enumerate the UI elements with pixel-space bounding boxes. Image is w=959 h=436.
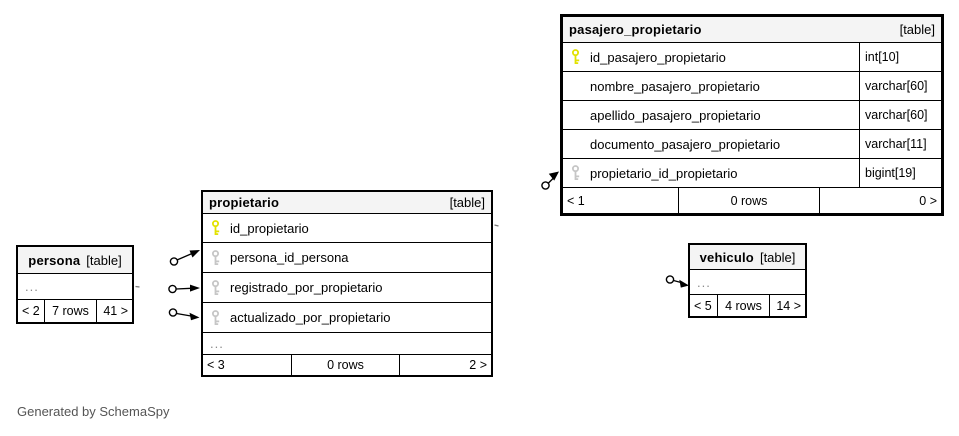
relationship-stub [541,171,559,190]
relationship-stub [168,284,200,294]
column-name: apellido_pasajero_propietario [590,107,761,123]
table-pasajero-propietario[interactable]: pasajero_propietario [table] id_pasajero… [560,14,944,216]
footer-children: 0 > [919,193,937,208]
table-propietario[interactable]: propietario [table] id_propietario perso… [201,190,493,377]
generated-by-label: Generated by SchemaSpy [17,404,170,419]
table-title: vehiculo [699,249,754,265]
table-footer: < 2 7 rows 41 > [18,300,132,322]
column-type: varchar[60] [859,72,941,100]
column-name: nombre_pasajero_propietario [590,78,760,94]
column-name: registrado_por_propietario [230,280,383,295]
table-type-tag: [table] [759,249,796,265]
column-name: actualizado_por_propietario [230,310,391,325]
footer-children: 14 > [776,298,801,313]
footer-parents: < 3 [203,355,292,375]
column-row: id_propietario [203,214,491,243]
ellipsis-row: ... [203,333,491,355]
table-header: vehiculo [table] [690,245,805,270]
relationship-stub [665,275,689,288]
table-type-tag: [table] [449,195,485,210]
column-name: id_pasajero_propietario [590,49,726,65]
table-persona[interactable]: persona [table] ... < 2 7 rows 41 > [16,245,134,324]
table-type-tag: [table] [899,22,935,37]
foreign-key-icon [210,279,222,296]
table-footer: < 1 0 rows 0 > [563,188,941,213]
ellipsis-text: ... [697,274,711,290]
column-type: varchar[11] [859,130,941,158]
ellipsis-row: ... [690,270,805,295]
column-row: actualizado_por_propietario [203,303,491,333]
table-vehiculo[interactable]: vehiculo [table] ... < 5 4 rows 14 > [688,243,807,318]
relationship-edge-stub [494,224,499,227]
footer-children: 2 > [469,358,487,372]
table-footer: < 3 0 rows 2 > [203,355,491,375]
ellipsis-text: ... [210,336,224,351]
column-row: nombre_pasajero_propietario varchar[60] [563,72,941,101]
footer-children: 41 > [103,304,128,318]
relationship-edge-stub [135,285,140,288]
column-row: propietario_id_propietario bigint[19] [563,159,941,188]
primary-key-icon [210,220,222,236]
relationship-stub [168,308,200,321]
column-type: bigint[19] [859,159,941,187]
column-name: propietario_id_propietario [590,165,738,181]
footer-parents: < 5 [690,295,718,316]
table-footer: < 5 4 rows 14 > [690,295,805,316]
column-name: documento_pasajero_propietario [590,136,781,152]
relationship-stub [169,250,200,266]
primary-key-icon [570,49,582,65]
column-row: documento_pasajero_propietario varchar[1… [563,130,941,159]
table-header: propietario [table] [203,192,491,214]
table-type-tag: [table] [86,252,122,268]
footer-parents: < 1 [563,188,679,213]
table-header: pasajero_propietario [table] [563,17,941,43]
ellipsis-text: ... [25,279,39,294]
footer-rowcount: 0 rows [292,355,400,375]
foreign-key-icon [210,249,222,266]
footer-rowcount: 4 rows [718,295,770,316]
table-title: persona [28,252,81,268]
column-name: persona_id_persona [230,250,349,265]
footer-parents: < 2 [18,300,45,322]
ellipsis-row: ... [18,274,132,300]
column-row: id_pasajero_propietario int[10] [563,43,941,72]
column-type: varchar[60] [859,101,941,129]
column-name: id_propietario [230,220,309,236]
column-row: apellido_pasajero_propietario varchar[60… [563,101,941,130]
foreign-key-icon [570,165,582,181]
column-row: persona_id_persona [203,243,491,273]
table-header: persona [table] [18,247,132,274]
footer-rowcount: 7 rows [45,300,97,322]
table-title: propietario [209,195,280,210]
column-type: int[10] [859,43,941,71]
footer-rowcount: 0 rows [679,188,820,213]
table-title: pasajero_propietario [569,22,702,37]
foreign-key-icon [210,309,222,326]
column-row: registrado_por_propietario [203,273,491,303]
